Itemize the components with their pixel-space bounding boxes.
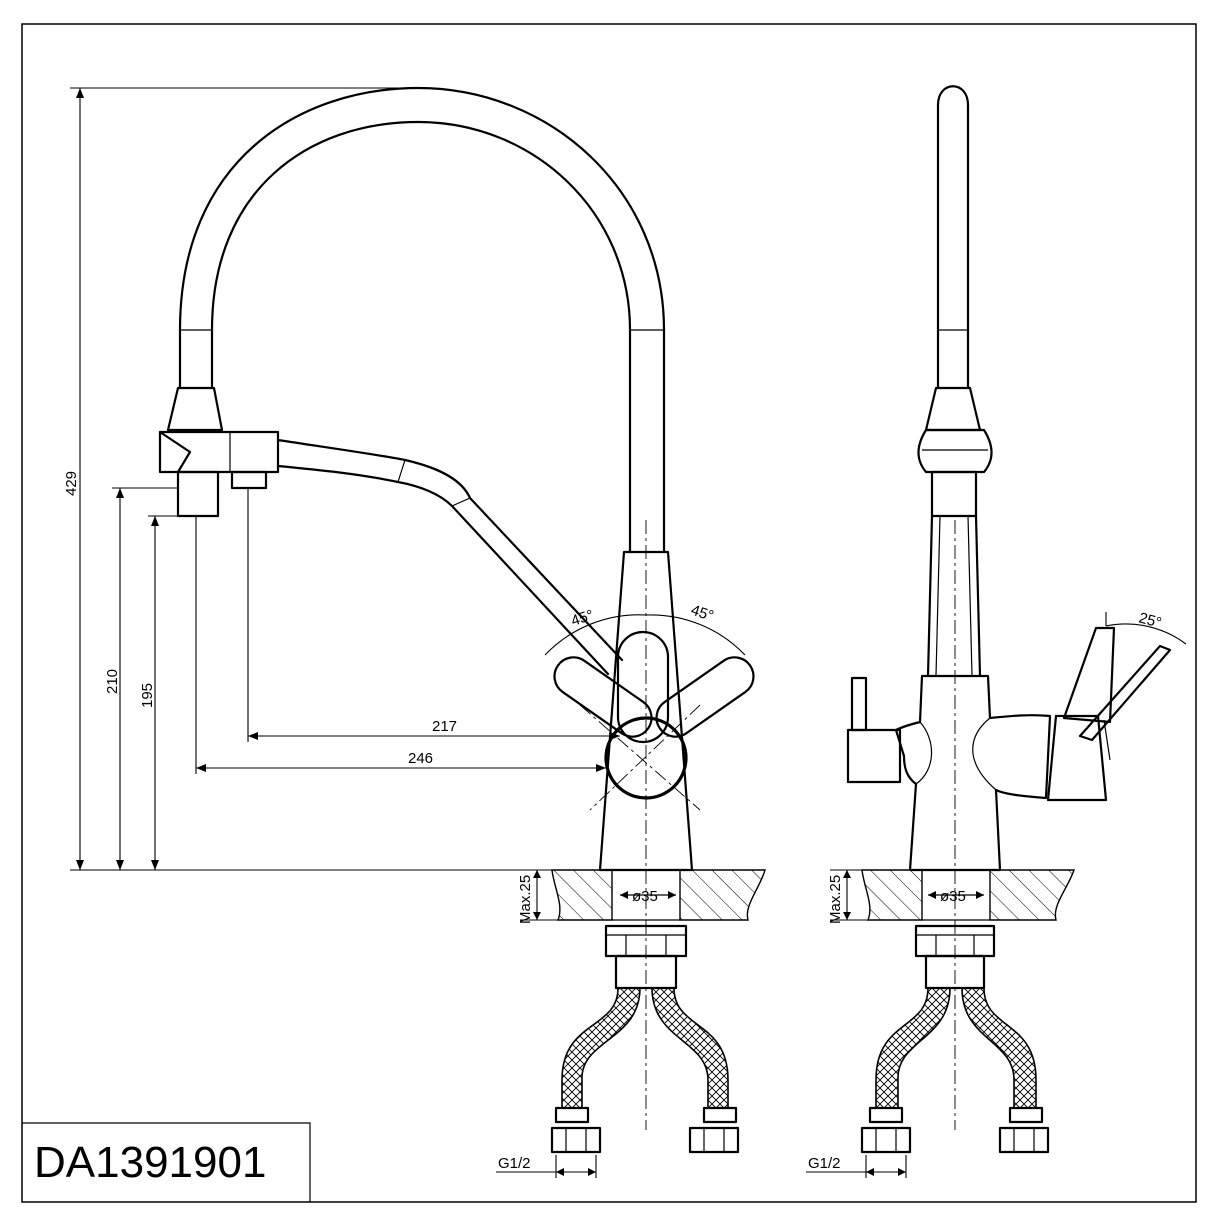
swivel-head bbox=[158, 430, 280, 474]
countertop-section bbox=[551, 869, 613, 921]
left-handle-lever bbox=[553, 656, 653, 738]
supply-hose-right bbox=[651, 987, 729, 1109]
side-right-handle bbox=[1046, 714, 1108, 802]
max-thickness-label: Max.25 bbox=[517, 875, 534, 924]
spray-height-label: 195 bbox=[139, 683, 156, 708]
angle-right-label: 45° bbox=[689, 602, 716, 625]
reach-outer-label: 246 bbox=[408, 750, 433, 767]
spout-height-label: 210 bbox=[104, 669, 121, 694]
hole-diameter-label: ø35 bbox=[632, 888, 658, 905]
thread-label: G1/2 bbox=[498, 1155, 531, 1172]
drawing-frame bbox=[21, 23, 1197, 1203]
center-handle bbox=[616, 630, 670, 744]
side-supply-hose-left bbox=[875, 987, 951, 1109]
gooseneck-spout bbox=[178, 86, 666, 554]
side-hole-diameter-label: ø35 bbox=[940, 888, 966, 905]
front-view: 45° 45° ø35 Max.25 bbox=[63, 86, 766, 1178]
spout-collar bbox=[166, 386, 224, 432]
angle-left-label: 45° bbox=[569, 607, 596, 630]
mounting-shank bbox=[614, 954, 678, 990]
side-thread-label: G1/2 bbox=[808, 1155, 841, 1172]
spout-outlet bbox=[176, 470, 220, 518]
side-spout-tube bbox=[936, 85, 970, 390]
spray-outlet bbox=[230, 470, 268, 490]
side-max-thickness-label: Max.25 bbox=[827, 875, 844, 924]
side-faucet-body bbox=[894, 674, 1052, 872]
side-angle-label: 25° bbox=[1137, 609, 1163, 631]
title-block: DA1391901 bbox=[22, 1122, 311, 1202]
model-code: DA1391901 bbox=[34, 1138, 266, 1187]
side-countertop-section bbox=[861, 869, 923, 921]
reach-inner-label: 217 bbox=[432, 718, 457, 735]
total-height-label: 429 bbox=[63, 471, 80, 496]
right-handle-lever bbox=[655, 656, 755, 738]
filter-water-arm bbox=[276, 438, 624, 662]
side-left-handle bbox=[846, 728, 902, 784]
side-supply-hose-right bbox=[961, 987, 1037, 1109]
side-view: 25° ø35 Max.25 bbox=[806, 85, 1187, 1178]
supply-hose-left bbox=[561, 987, 641, 1109]
hose-fitting-left bbox=[550, 1126, 602, 1154]
hose-fitting-right bbox=[688, 1126, 740, 1154]
side-swivel-head bbox=[917, 428, 993, 474]
